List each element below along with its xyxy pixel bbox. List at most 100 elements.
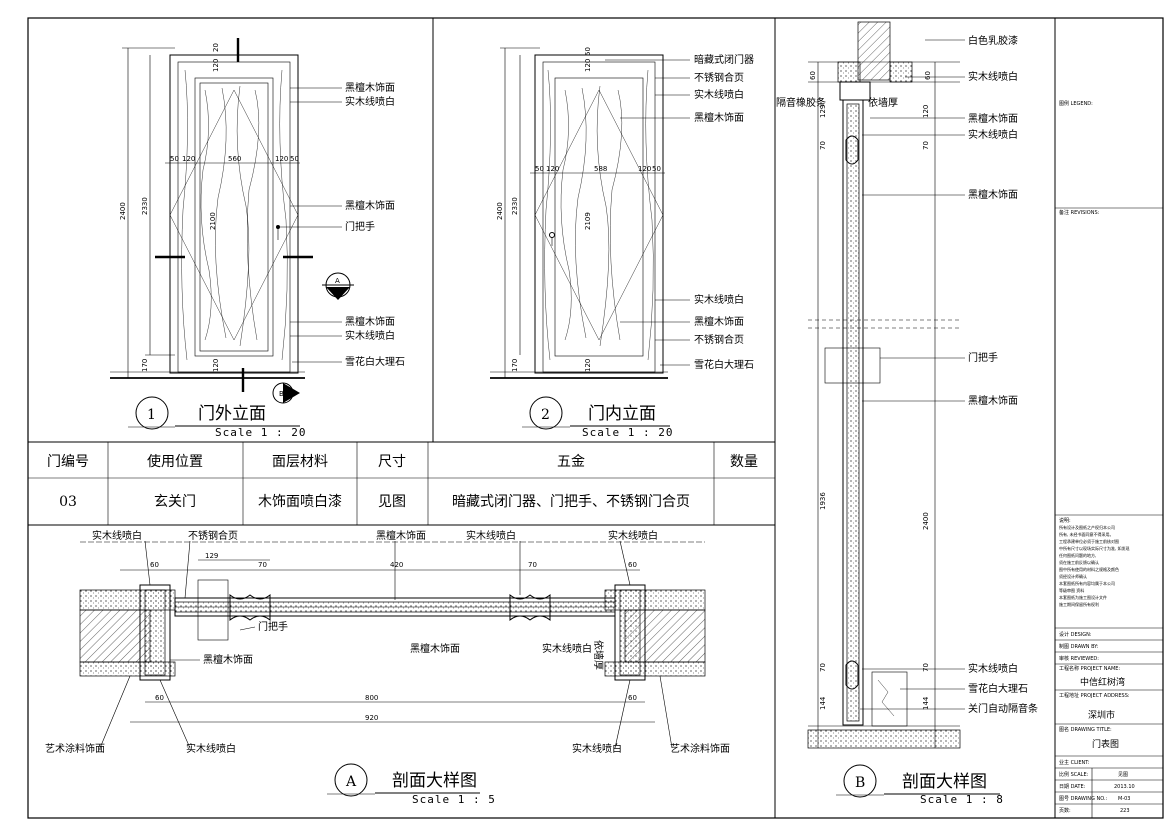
section-a-title: 剖面大样图 [392, 771, 477, 791]
schedule-cell-2: 木饰面喷白漆 [258, 494, 342, 510]
elev2-dim-w4: 50 [652, 165, 661, 173]
tb-note-2: 工程承建单位必须于施工前核对图 [1059, 538, 1119, 544]
section-b-dim-4: 70 [819, 141, 827, 150]
tb-date-value: 2013.10 [1114, 784, 1135, 790]
section-b-label-3: 依墙厚 [868, 96, 898, 109]
title-block: 图例 LEGEND: 备注 REVISIONS: 说明: 所有设计及图纸之产权归… [1055, 100, 1163, 818]
elev1-dim-leaf: 2330 [141, 197, 149, 215]
elev1-dim-bottom: 120 [212, 359, 220, 372]
sheet-border [27, 17, 1164, 819]
section-a-dim-2: 70 [258, 561, 267, 569]
section-b-dim-7: 2400 [922, 512, 930, 530]
schedule-header-3: 尺寸 [378, 454, 406, 470]
section-b-title: 剖面大样图 [902, 772, 987, 792]
elev1-label-6: 雪花白大理石 [345, 355, 405, 368]
tb-client: 业主 CLIENT: [1059, 759, 1090, 766]
elev2-dim-mid: 588 [594, 165, 607, 173]
tb-note-0: 所有设计及图纸之产权归本公司 [1059, 524, 1115, 530]
elev1-number: 1 [147, 407, 156, 423]
elev2-label-4: 实木线喷白 [694, 293, 744, 306]
section-b-scale: Scale 1 : 8 [920, 793, 1004, 806]
schedule-cell-3: 见图 [378, 494, 406, 510]
schedule-header-2: 面层材料 [272, 454, 328, 470]
section-b-dim-5: 70 [922, 141, 930, 150]
elevation-inside: 2400 2330 2109 170 120 50 120 50 120 588… [490, 47, 754, 439]
section-b-label-9: 实木线喷白 [968, 662, 1018, 675]
elev1-label-4: 黑檀木饰面 [345, 315, 395, 328]
section-b-label-1: 实木线喷白 [968, 70, 1018, 83]
elev2-scale: Scale 1 : 20 [582, 426, 673, 439]
schedule-cell-0: 03 [59, 494, 77, 510]
elev2-label-6: 不锈钢合页 [694, 333, 744, 346]
door-schedule: 门编号 使用位置 面层材料 尺寸 五金 数量 03 玄关门 木饰面喷白漆 见图 … [28, 442, 775, 525]
tb-scale-label: 比例 SCALE: [1059, 771, 1089, 778]
section-a-label-6: 黑檀木饰面 [203, 653, 253, 666]
elev1-marker-a: A [335, 277, 340, 285]
schedule-header-0: 门编号 [47, 454, 89, 470]
elev1-dim-w3: 120 [275, 155, 288, 163]
elev2-dim-w2: 120 [546, 165, 559, 173]
tb-drawing-no: M-03 [1118, 796, 1130, 802]
elev1-dim-w1: 50 [170, 155, 179, 163]
elev2-dim-w3: 120 [638, 165, 651, 173]
schedule-cell-4: 暗藏式闭门器、门把手、不锈钢门合页 [452, 494, 690, 510]
section-b-dim-2: 129 [819, 105, 827, 118]
elev2-label-2: 实木线喷白 [694, 88, 744, 101]
elev2-dim-leaf: 2330 [511, 197, 519, 215]
section-a-dim-9: 60 [628, 694, 637, 702]
elevation-outside: 2400 2330 2100 170 120 20 120 50 120 560… [110, 38, 405, 439]
section-b-label-5: 实木线喷白 [968, 128, 1018, 141]
tb-drawing-title-label: 图名 DRAWING TITLE: [1059, 726, 1112, 733]
elev1-dim-w2: 120 [182, 155, 195, 163]
elev2-label-0: 暗藏式闭门器 [694, 53, 754, 66]
elev1-dim-w4: 50 [290, 155, 299, 163]
tb-sheet-label: 页数: [1059, 807, 1071, 814]
section-b-dim-11: 144 [922, 696, 930, 710]
elev1-dim-base: 170 [141, 359, 149, 372]
elev1-scale: Scale 1 : 20 [215, 426, 306, 439]
tb-note-9: 等级审图 资料 [1059, 587, 1084, 593]
section-b-label-10: 雪花白大理石 [968, 682, 1028, 695]
schedule-header-5: 数量 [730, 454, 758, 470]
elev2-dim-top2: 50 [584, 47, 592, 56]
section-a-dim-1: 129 [205, 552, 218, 560]
tb-date-label: 日期 DATE: [1059, 784, 1086, 790]
section-a-dim-4: 70 [528, 561, 537, 569]
elev1-label-0: 黑檀木饰面 [345, 81, 395, 94]
section-b-label-8: 黑檀木饰面 [968, 394, 1018, 407]
tb-project-address-label: 工程地址 PROJECT ADDRESS: [1059, 692, 1130, 699]
tb-drawn: 制图 DRAWN BY: [1059, 643, 1099, 650]
elev2-dim-total: 2400 [496, 202, 504, 220]
tb-note-11: 施工期间保留所有权利 [1059, 601, 1099, 607]
tb-note-4: 任何图纸问题的地方, [1059, 552, 1096, 558]
section-b-dim-1: 60 [924, 71, 932, 80]
section-b: 60 60 129 120 70 70 1936 2400 70 70 144 … [776, 21, 1038, 806]
elev1-label-5: 实木线喷白 [345, 329, 395, 342]
elev2-dim-top: 120 [584, 59, 592, 72]
section-b-marker: B [855, 775, 865, 791]
section-b-dim-0: 60 [809, 71, 817, 80]
section-a-dim-7: 60 [155, 694, 164, 702]
section-b-dim-10: 144 [819, 696, 827, 710]
schedule-header-1: 使用位置 [147, 453, 203, 470]
elev2-title: 门内立面 [588, 404, 656, 424]
section-a-label-0: 实木线喷白 [92, 529, 142, 542]
section-a-label-3: 实木线喷白 [466, 529, 516, 542]
schedule-header-4: 五金 [557, 454, 585, 470]
section-a-dim-0: 60 [150, 561, 159, 569]
section-a-label-13: 艺术涂料饰面 [670, 742, 730, 755]
tb-legend: 图例 LEGEND: [1059, 100, 1093, 107]
section-a-label-2: 黑檀木饰面 [376, 529, 426, 542]
section-a-label-8: 实木线喷白 [542, 642, 592, 655]
section-b-dim-8: 70 [819, 663, 827, 672]
tb-notes-header: 说明: [1059, 517, 1071, 524]
elev1-title: 门外立面 [198, 404, 266, 424]
section-a-marker: A [345, 774, 357, 790]
tb-note-10: 本套图纸为施工图设计文件 [1059, 594, 1107, 600]
elev2-dim-panel: 2109 [584, 212, 592, 230]
section-a-label-4: 实木线喷白 [608, 529, 658, 542]
elev2-label-5: 黑檀木饰面 [694, 315, 744, 328]
elev2-label-3: 黑檀木饰面 [694, 111, 744, 124]
elev2-dim-w1: 50 [535, 165, 544, 173]
